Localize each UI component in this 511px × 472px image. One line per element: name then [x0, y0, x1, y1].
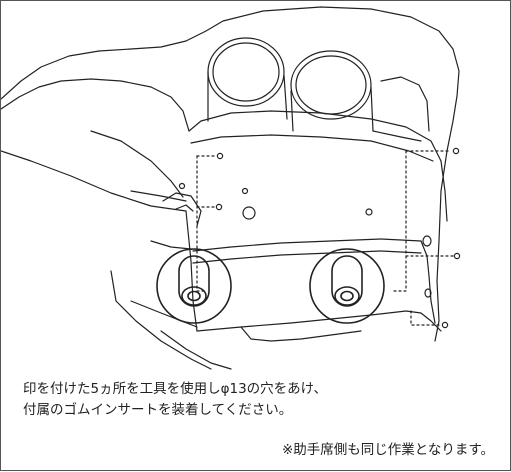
dotted-guides	[196, 150, 454, 326]
lower-curve	[160, 326, 362, 370]
rubber-insert-callout-left	[156, 248, 232, 324]
instruction-line-1: 印を付けた5ヵ所を工具を使用しφ13の穴をあけ、	[23, 381, 327, 397]
bumper-outline	[1, 6, 460, 370]
reference-holes	[178, 182, 432, 298]
instruction-text: 印を付けた5ヵ所を工具を使用しφ13の穴をあけ、 付属のゴムインサートを装着して…	[23, 379, 493, 421]
instruction-line-2: 付属のゴムインサートを装着してください。	[23, 402, 293, 418]
passenger-side-note: ※助手席側も同じ作業となります。	[281, 442, 494, 458]
drill-markers	[215, 147, 461, 329]
exhaust-tips	[207, 37, 430, 142]
rubber-insert-callout-right	[309, 248, 385, 324]
